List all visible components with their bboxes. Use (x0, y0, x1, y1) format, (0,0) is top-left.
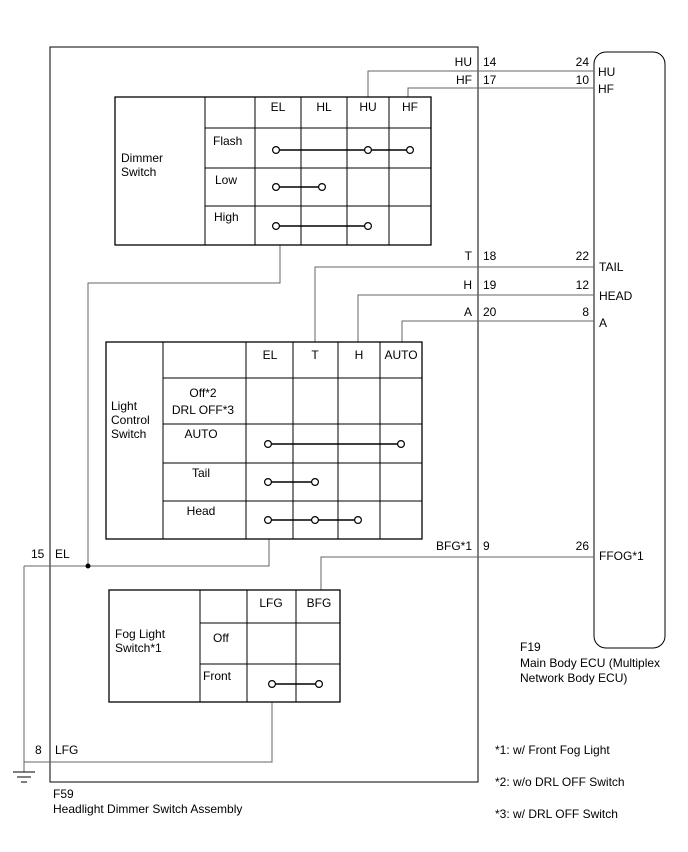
wire-a-pin-right: 8 (582, 305, 589, 319)
light-control-switch-table (105, 341, 423, 540)
dimmer-label-1: Dimmer (121, 151, 163, 165)
wire-hf-signal: HF (456, 73, 472, 87)
light-row-auto: AUTO (184, 427, 217, 441)
junction-dot (85, 563, 91, 569)
wire-bfg-ecu-label: FFOG*1 (599, 549, 644, 563)
light-row-off: Off*2 (189, 386, 216, 400)
dimmer-col-hf: HF (402, 100, 418, 114)
wire-hu-pin-left: 14 (483, 55, 497, 69)
fog-label-2: Switch*1 (115, 641, 162, 655)
wire-t-pin-right: 22 (576, 249, 590, 263)
light-col-t: T (311, 348, 319, 362)
dimmer-col-hl: HL (316, 100, 332, 114)
light-row-head: Head (187, 504, 216, 518)
ecu-name-2: Network Body ECU) (520, 671, 627, 685)
dimmer-label-2: Switch (121, 165, 156, 179)
fog-col-bfg: BFG (307, 596, 332, 610)
footnote-2: *2: w/o DRL OFF Switch (495, 775, 625, 789)
dimmer-row-low: Low (215, 173, 237, 187)
fog-light-switch-table (108, 589, 341, 703)
light-label-1: Light (111, 399, 138, 413)
wire-hf-ecu-label: HF (598, 82, 614, 96)
wire-a-signal: A (464, 305, 472, 319)
wire-hu-ecu-label: HU (598, 65, 615, 79)
ecu-connector: F19 (520, 640, 541, 654)
pin-8-label: LFG (55, 743, 78, 757)
footnote-1: *1: w/ Front Fog Light (495, 743, 610, 757)
wire-t-ecu-label: TAIL (599, 260, 624, 274)
external-wires (478, 70, 594, 558)
pin-15-label: EL (55, 547, 70, 561)
ecu-name-1: Main Body ECU (Multiplex (520, 656, 660, 670)
fog-col-lfg: LFG (259, 596, 282, 610)
fog-row-off: Off (213, 631, 229, 645)
fog-row-front: Front (203, 669, 232, 683)
wire-hf-pin-right: 10 (576, 73, 590, 87)
wire-t-signal: T (465, 249, 473, 263)
ecu-box (593, 51, 666, 649)
wire-h-pin-left: 19 (483, 278, 497, 292)
wire-hf-pin-left: 17 (483, 73, 497, 87)
pin-8-number: 8 (35, 743, 42, 757)
wire-h-ecu-label: HEAD (599, 289, 633, 303)
light-col-h: H (355, 348, 364, 362)
light-col-auto: AUTO (384, 348, 417, 362)
dimmer-switch-table (114, 96, 432, 246)
ground-icon (13, 771, 35, 783)
wire-h-pin-right: 12 (576, 278, 590, 292)
wire-a-pin-left: 20 (483, 305, 497, 319)
assembly-name: Headlight Dimmer Switch Assembly (53, 802, 242, 816)
light-col-el: EL (263, 348, 278, 362)
wire-bfg-pin-left: 9 (483, 539, 490, 553)
light-row-drl-off: DRL OFF*3 (172, 403, 235, 417)
wire-bfg-pin-right: 26 (576, 539, 590, 553)
pin-15-number: 15 (31, 547, 45, 561)
wire-t-pin-left: 18 (483, 249, 497, 263)
wire-a-ecu-label: A (599, 316, 607, 330)
light-label-2: Control (111, 413, 150, 427)
wire-bfg-signal: BFG*1 (436, 539, 472, 553)
wire-hu-signal: HU (455, 55, 472, 69)
footnote-3: *3: w/ DRL OFF Switch (495, 807, 618, 821)
wire-hu-pin-right: 24 (576, 55, 590, 69)
dimmer-col-hu: HU (359, 100, 376, 114)
assembly-connector: F59 (53, 787, 74, 801)
fog-label-1: Fog Light (115, 627, 166, 641)
dimmer-row-flash: Flash (213, 134, 242, 148)
internal-wires (23, 70, 478, 772)
wire-h-signal: H (463, 278, 472, 292)
assembly-box (49, 46, 479, 783)
light-label-3: Switch (111, 427, 146, 441)
dimmer-row-high: High (214, 210, 239, 224)
light-row-tail: Tail (192, 466, 210, 480)
dimmer-col-el: EL (271, 100, 286, 114)
